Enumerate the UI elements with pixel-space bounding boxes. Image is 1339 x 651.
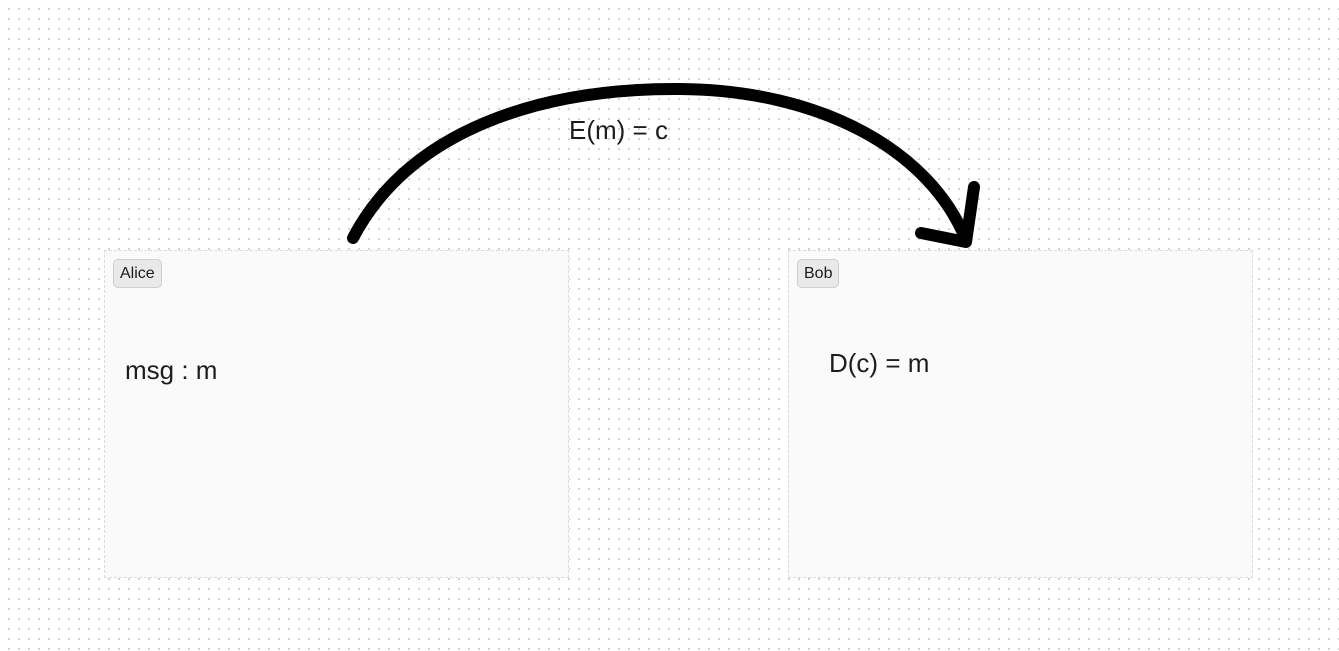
frame-label-alice[interactable]: Alice <box>113 259 162 288</box>
arrow-label[interactable]: E(m) = c <box>569 115 668 145</box>
arrow-shaft[interactable] <box>347 82 972 246</box>
frame-bob[interactable]: Bob D(c) = m <box>788 250 1253 578</box>
frame-alice[interactable]: Alice msg : m <box>104 250 569 578</box>
frame-label-bob[interactable]: Bob <box>797 259 840 288</box>
text-msg[interactable]: msg : m <box>125 355 218 385</box>
arrow-head[interactable] <box>915 181 980 248</box>
text-decrypt[interactable]: D(c) = m <box>829 348 930 378</box>
